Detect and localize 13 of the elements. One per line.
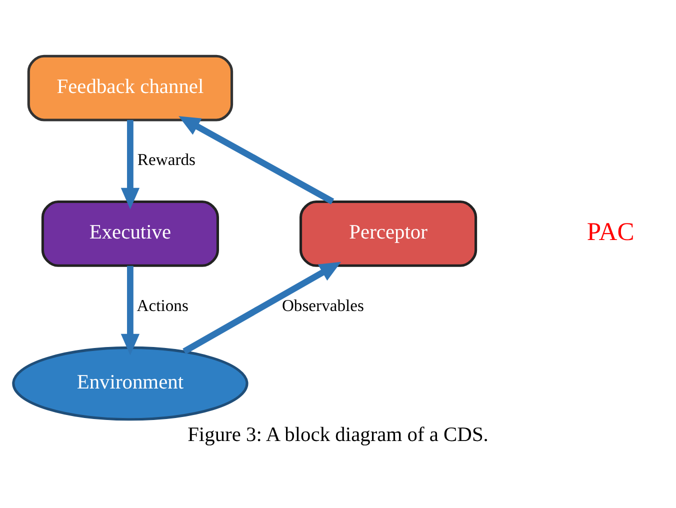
arrow xyxy=(120,265,140,355)
arrow xyxy=(120,120,140,209)
arrow xyxy=(178,116,334,204)
arrow xyxy=(182,261,342,354)
edge-label: Actions xyxy=(136,295,188,314)
node-box: Feedback channel xyxy=(27,54,234,121)
node-box: Executive xyxy=(41,200,219,266)
edge-label: Observables xyxy=(282,295,364,314)
node-ellipse: Environment xyxy=(12,346,248,420)
edge-label: Rewards xyxy=(137,150,196,169)
node-box: Perceptor xyxy=(300,200,478,266)
caption: Figure 3: A block diagram of a CDS. xyxy=(188,424,488,446)
label: PAC xyxy=(586,216,634,246)
